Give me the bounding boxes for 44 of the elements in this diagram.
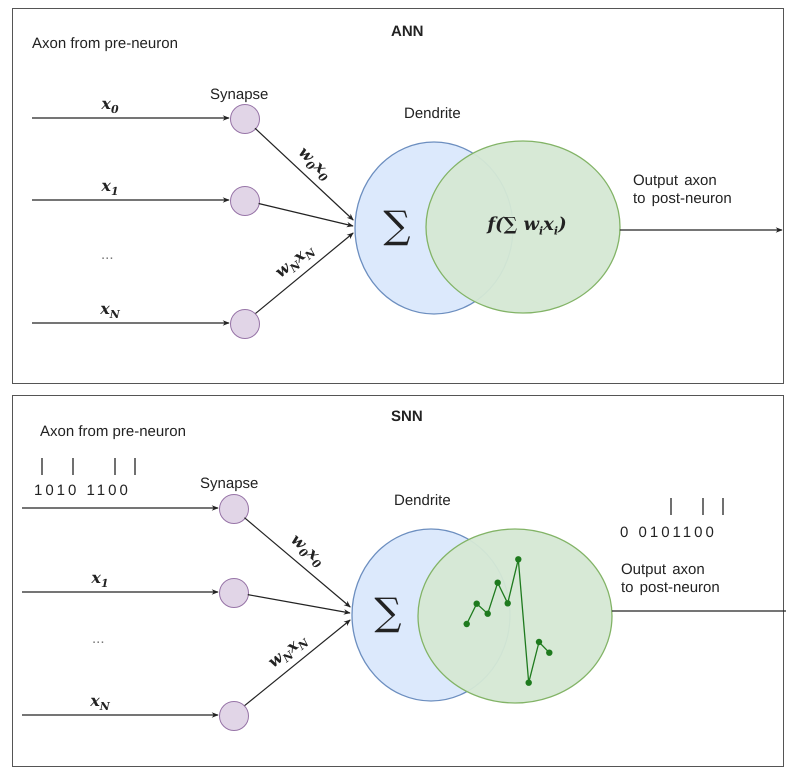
synapse-circle [230,186,260,216]
synapse-label: Synapse [200,475,258,493]
text-label: Axon from pre-neuron [40,423,186,441]
arrow [248,594,351,615]
arrow [244,517,351,608]
connector-line [612,610,786,612]
spike-train-label: 1010 1100 [34,482,131,499]
synapse-circle [219,578,249,608]
arrow [254,128,354,220]
ellipsis: ... [101,246,114,264]
sum-symbol: ∑ [373,590,403,634]
text-label: Dendrite [404,105,461,123]
arrow [258,202,354,228]
arrow [32,115,230,121]
cell-ellipse [425,140,621,314]
panel [12,395,784,767]
arrow [22,589,219,595]
sum-symbol: ∑ [382,203,412,247]
arrow [22,505,219,511]
spike-train-label: 0 0101100 [620,524,717,541]
edge-label: x$_{1}$ [91,569,109,592]
cell-ellipse [417,528,613,704]
arrow [255,232,354,314]
synapse-circle [230,309,260,339]
arrow [32,197,230,203]
synapse-label: Synapse [210,86,268,104]
panel-title: ANN [391,23,424,40]
arrow [22,712,219,718]
edge-label: x$_{N}$ [90,692,110,716]
edge-label: x$_{0}$ [101,95,119,118]
panel-title: SNN [391,408,423,425]
edge-label: x$_{N}$ [100,300,120,324]
arrow [244,620,351,706]
edge-label: Output axon to post-neuron [621,561,721,597]
arrow [620,227,783,233]
text-label: Axon from pre-neuron [32,35,178,53]
edge-label: x$_{1}$ [101,177,119,200]
panel [12,8,784,384]
arrow [32,320,230,326]
text-label: Dendrite [394,492,451,510]
synapse-circle [219,701,249,731]
ellipsis: ... [92,630,105,648]
edge-label: Output axon to post-neuron [633,172,733,208]
activation-formula: f(∑ w$_{i}$x$_{i}$) [485,216,568,240]
